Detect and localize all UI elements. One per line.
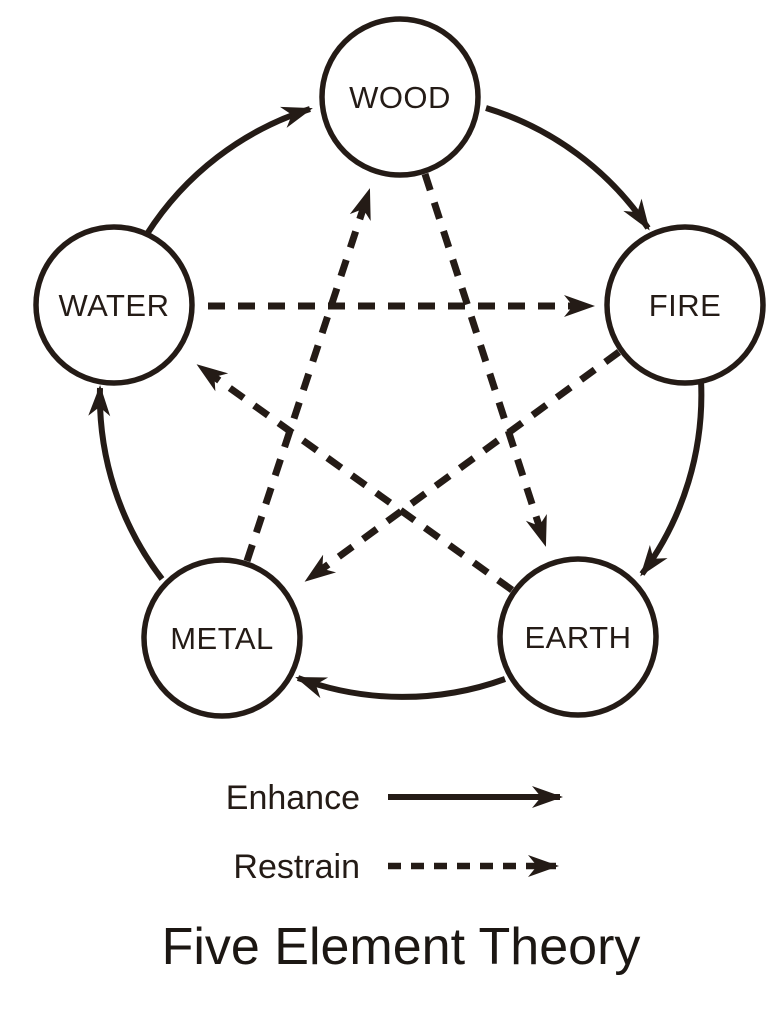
restrain-arrow-earth-to-water [196, 363, 515, 593]
metal-label: METAL [170, 621, 274, 656]
enhance-arrow-water-to-wood [144, 106, 313, 236]
wood-circle [319, 16, 481, 178]
node-wood: WOOD [319, 16, 481, 178]
water-circle [33, 224, 195, 386]
node-fire: FIRE [604, 224, 766, 386]
restrain-arrow-metal-to-wood [243, 188, 373, 563]
legend-restrain-label: Restrain [233, 848, 360, 886]
diagram-title: Five Element Theory [162, 918, 641, 976]
enhance-arrow-fire-to-earth [639, 379, 705, 577]
restrain-arrow-fire-to-metal [304, 349, 622, 583]
enhance-arrow-metal-to-water [88, 385, 165, 581]
wood-label: WOOD [349, 80, 451, 115]
metal-circle [141, 557, 303, 719]
fire-label: FIRE [649, 288, 722, 323]
enhance-arrow-wood-to-fire [485, 105, 651, 231]
node-metal: METAL [141, 557, 303, 719]
node-water: WATER [33, 224, 195, 386]
earth-label: EARTH [524, 620, 631, 655]
enhance-arrow-earth-to-metal [295, 675, 507, 700]
node-earth: EARTH [497, 556, 659, 718]
restrain-arrow-wood-to-earth [421, 172, 549, 547]
water-label: WATER [59, 288, 170, 323]
fire-circle [604, 224, 766, 386]
legend-enhance-label: Enhance [226, 779, 360, 817]
legend: Enhance Restrain [226, 779, 563, 886]
earth-circle [497, 556, 659, 718]
